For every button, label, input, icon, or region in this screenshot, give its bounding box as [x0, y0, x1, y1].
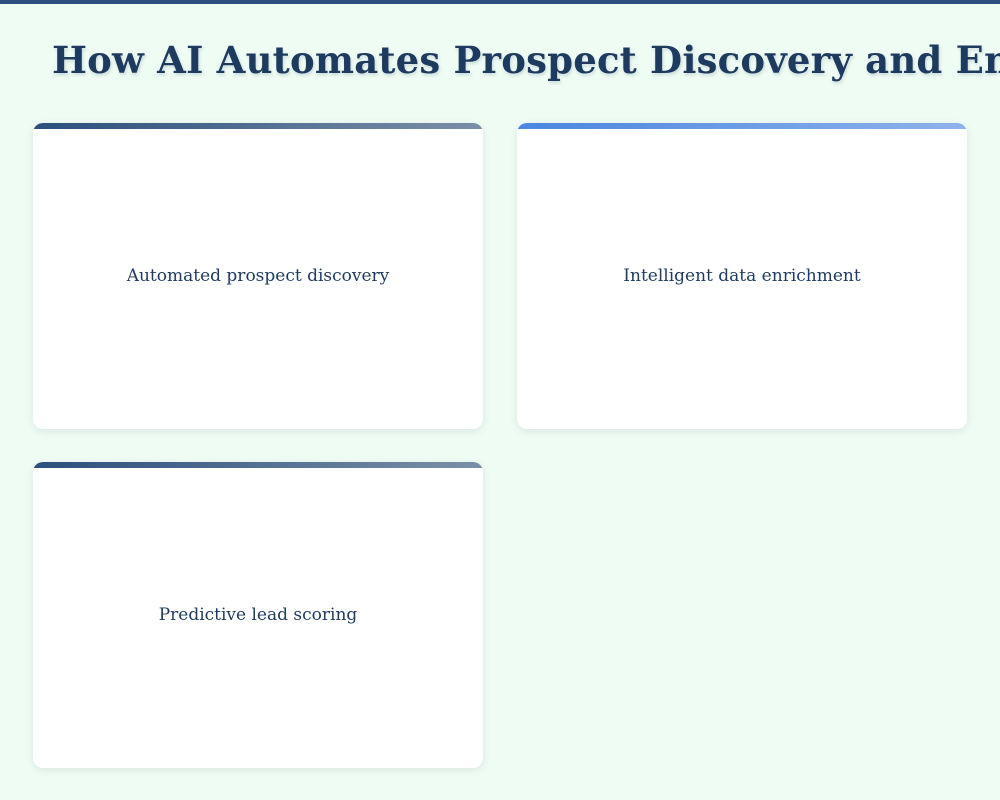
page-title: How AI Automates Prospect Discovery and … — [52, 38, 1000, 82]
card-automated-prospect-discovery: Automated prospect discovery — [33, 123, 483, 429]
card-label: Intelligent data enrichment — [623, 266, 861, 286]
card-accent-bar — [33, 123, 483, 129]
card-label: Predictive lead scoring — [158, 605, 358, 625]
card-accent-bar — [517, 123, 967, 129]
card-accent-bar — [33, 462, 483, 468]
card-label: Automated prospect discovery — [126, 266, 390, 286]
card-intelligent-data-enrichment: Intelligent data enrichment — [517, 123, 967, 429]
card-predictive-lead-scoring: Predictive lead scoring — [33, 462, 483, 768]
